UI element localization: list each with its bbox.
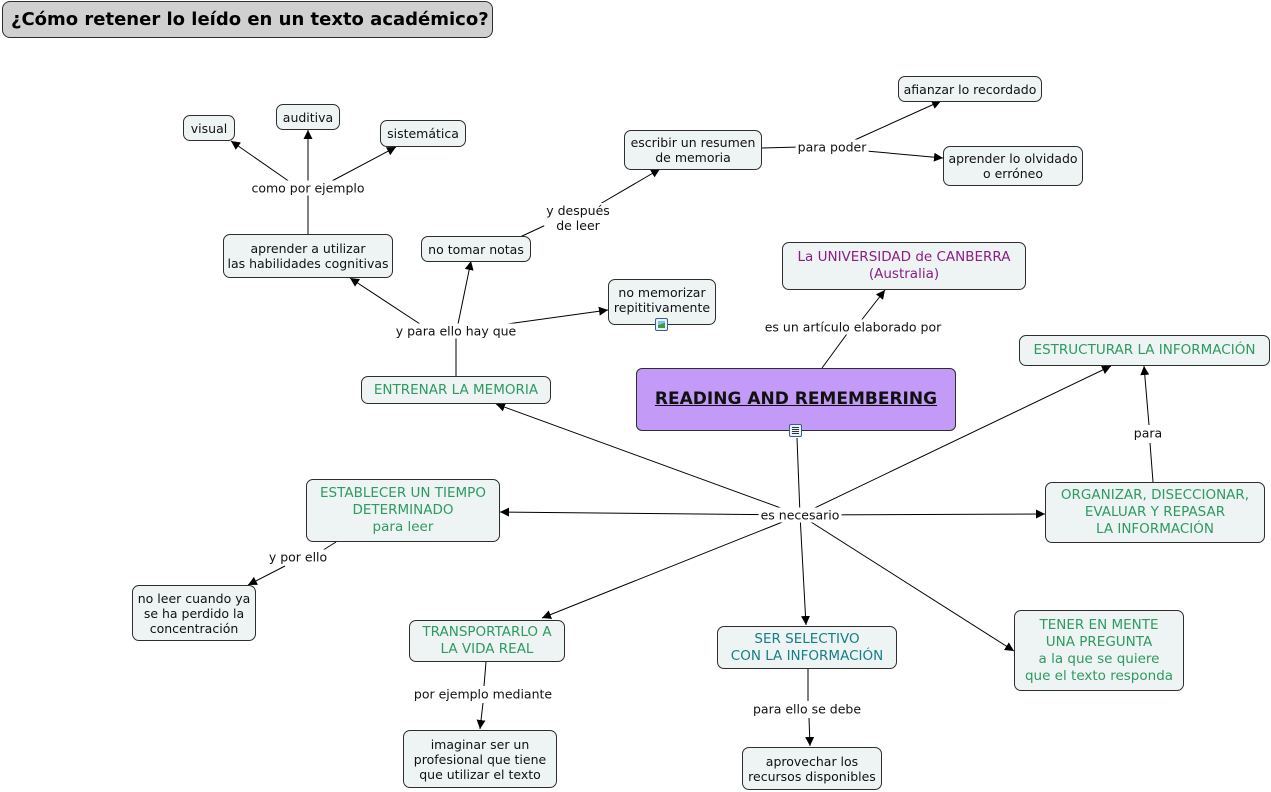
node-establecer-tiempo[interactable]: ESTABLECER UN TIEMPO DETERMINADO para le… xyxy=(306,479,500,542)
page-title: ¿Cómo retener lo leído en un texto acadé… xyxy=(2,1,493,38)
link-label-es-necesario: es necesario xyxy=(758,507,842,523)
edge-main-hub xyxy=(796,437,801,516)
edge-notomar-despues xyxy=(519,223,549,238)
image-icon[interactable] xyxy=(655,318,668,331)
edge-articulo-canberra xyxy=(859,289,886,323)
link-label-para-ello-se-debe: para ello se debe xyxy=(750,701,864,717)
edge-porello-noleer xyxy=(247,565,286,586)
node-afianzar[interactable]: afianzar lo recordado xyxy=(898,76,1042,102)
node-canberra[interactable]: La UNIVERSIDAD de CANBERRA (Australia) xyxy=(782,242,1026,290)
node-no-tomar-notas[interactable]: no tomar notas xyxy=(421,236,531,262)
node-aprender-olvidado[interactable]: aprender lo olvidado o erróneo xyxy=(943,146,1083,186)
link-label-y-despues: y después de leer xyxy=(544,203,612,233)
edge-ejemplo-sistematica xyxy=(329,146,397,183)
node-no-leer[interactable]: no leer cuando ya se ha perdido la conce… xyxy=(132,585,256,641)
node-aprovechar[interactable]: aprovechar los recursos disponibles xyxy=(742,747,882,790)
node-no-memorizar[interactable]: no memorizar repititivamente xyxy=(608,279,716,325)
main-concept-node[interactable]: READING AND REMEMBERING xyxy=(636,368,956,431)
node-imaginar[interactable]: imaginar ser un profesional que tiene qu… xyxy=(403,730,557,788)
edge-para-estructurar xyxy=(1140,365,1150,426)
edge-resumen-parapoder xyxy=(761,146,801,149)
node-transportarlo[interactable]: TRANSPORTARLO A LA VIDA REAL xyxy=(409,620,565,662)
node-tener-en-mente[interactable]: TENER EN MENTE UNA PREGUNTA a la que se … xyxy=(1014,610,1184,691)
edge-ypara-nomemorizar xyxy=(499,306,609,326)
link-label-para: para xyxy=(1131,425,1165,441)
edge-despues-resumen xyxy=(599,168,661,205)
edge-hub-entrenar xyxy=(495,402,801,516)
node-ser-selectivo[interactable]: SER SELECTIVO CON LA INFORMACIÓN xyxy=(717,626,897,669)
node-auditiva[interactable]: auditiva xyxy=(276,104,340,130)
link-label-y-para-ello: y para ello hay que xyxy=(393,323,519,339)
node-organizar[interactable]: ORGANIZAR, DISECCIONAR, EVALUAR Y REPASA… xyxy=(1045,482,1265,543)
link-label-y-por-ello: y por ello xyxy=(266,549,330,565)
edge-hub-estructurar xyxy=(799,365,1112,516)
edge-organizar-para xyxy=(1149,442,1154,483)
edge-mediante-imaginar xyxy=(476,702,486,730)
edge-hub-transportarlo xyxy=(541,514,801,619)
edge-parapoder-olvidado xyxy=(865,150,944,162)
edge-ejemplo-visual xyxy=(230,140,291,183)
node-entrenar-memoria[interactable]: ENTRENAR LA MEMORIA xyxy=(361,376,551,404)
edge-sedebe-aprovechar xyxy=(805,717,815,747)
node-escribir-resumen[interactable]: escribir un resumen de memoria xyxy=(624,130,762,170)
link-label-para-poder: para poder xyxy=(795,139,869,155)
link-label-por-ejemplo-mediante: por ejemplo mediante xyxy=(411,686,555,702)
edge-ypara-notomar xyxy=(457,260,474,325)
edge-hub-tener xyxy=(799,514,1015,652)
edge-transportarlo-mediante xyxy=(483,661,487,687)
node-aprender-habilidades[interactable]: aprender a utilizar las habilidades cogn… xyxy=(223,234,393,278)
edge-parapoder-afianzar xyxy=(847,100,942,144)
node-sistematica[interactable]: sistemática xyxy=(380,120,466,147)
edge-hub-selectivo xyxy=(799,514,811,626)
node-visual[interactable]: visual xyxy=(183,115,235,141)
edge-hub-establecer xyxy=(499,507,801,517)
document-icon[interactable] xyxy=(789,424,802,437)
link-label-como-por-ejemplo: como por ejemplo xyxy=(249,180,367,196)
link-label-es-un-articulo: es un artículo elaborado por xyxy=(762,319,944,335)
edge-ypara-habilidades xyxy=(349,277,421,325)
node-estructurar[interactable]: ESTRUCTURAR LA INFORMACIÓN xyxy=(1019,335,1270,366)
